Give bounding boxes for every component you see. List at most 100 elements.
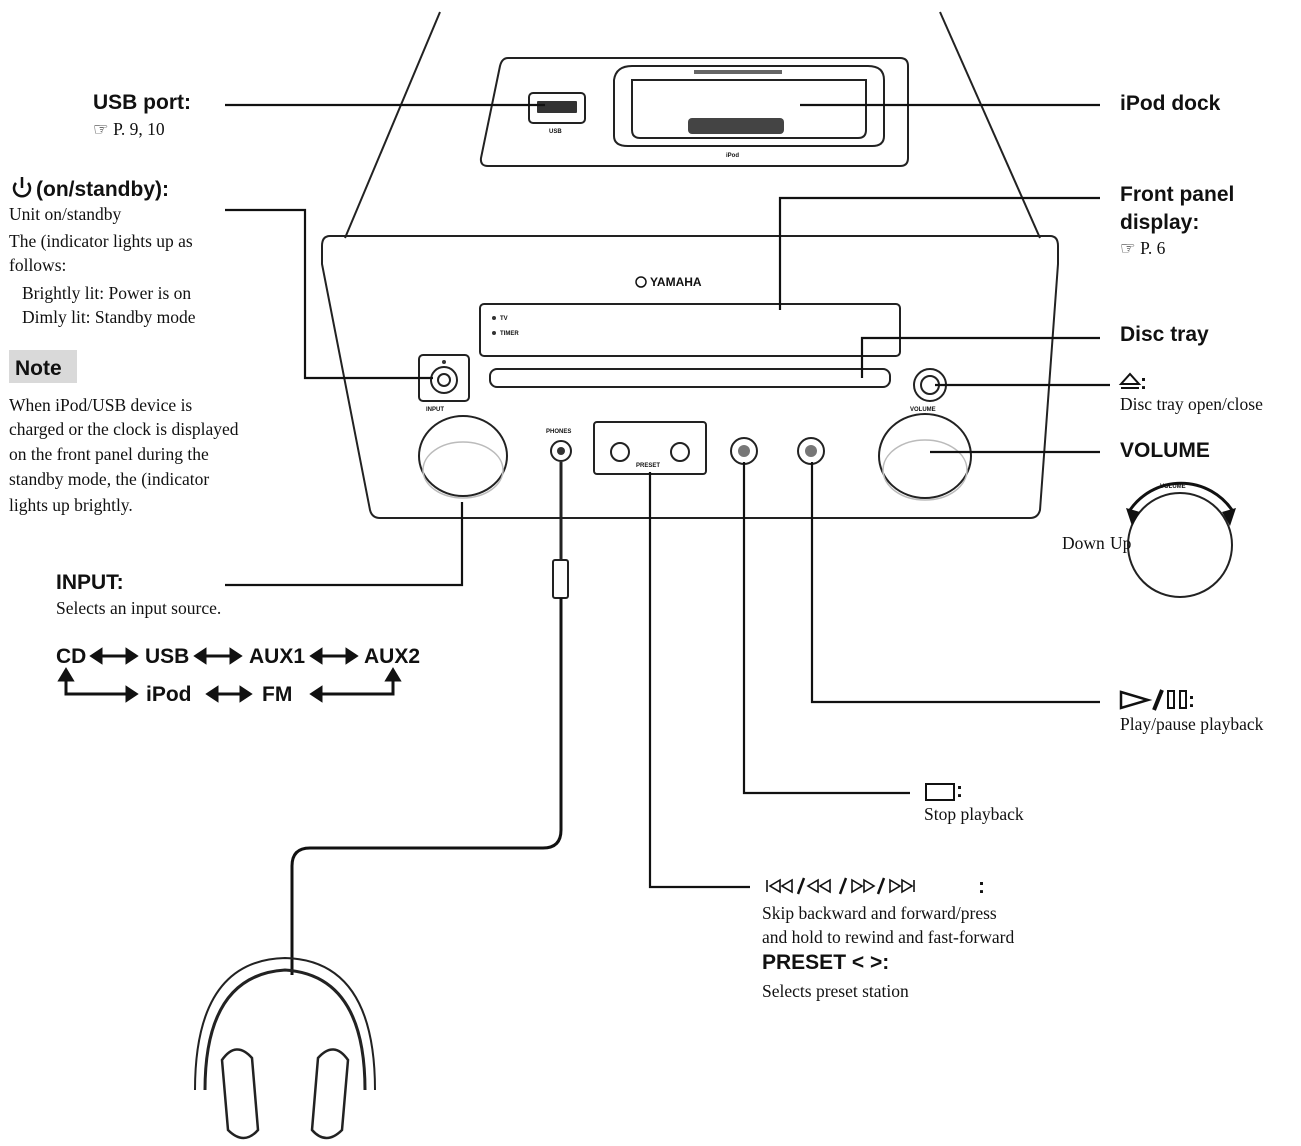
leader-disc-tray [860,336,1100,378]
device: USB iPod YAMAHA TV TIMER INPUT VOLUME [194,11,1059,1140]
usb-port-socket [528,92,586,124]
ipod-dock-rim [694,70,782,74]
eject-icon [1118,372,1142,389]
eject-colon: : [1140,371,1147,394]
input-cycle-diagram: CD USB AUX1 AUX2 iPod FM [56,645,420,706]
standby-line3: follows: [9,255,66,275]
input-cycle-item: CD [56,645,86,668]
dock-top-panel [479,57,909,167]
leader-lines [225,103,1110,889]
standby-line2: The (indicator lights up as [9,231,193,251]
body-right-edge [939,11,1041,239]
skip-colon: : [978,875,985,898]
headphone-plug [552,559,569,599]
double-arrow-icon [89,647,139,665]
double-arrow-icon [309,647,359,665]
usb-label: USB [549,129,562,135]
tv-label: TV [500,316,508,322]
ipod-connector [688,118,784,134]
skip-back-button [610,442,630,462]
volume-arc [1128,481,1234,511]
leader-input [225,502,464,587]
front-panel-display-title-line2: display: [1120,211,1199,234]
rewind-icon [806,878,831,894]
skip-forward-icon [889,878,915,894]
return-arrow-left-icon [57,667,139,703]
phones-jack [550,440,572,462]
ipod-label: iPod [726,153,739,159]
headphone-band [203,968,367,1091]
callout-standby: (on/standby): Unit on/standby The (indic… [9,177,196,327]
standby-indicator [442,360,446,364]
note-label: Note [15,357,62,380]
volume-title: VOLUME [1120,439,1210,462]
double-arrow-icon [205,685,253,703]
note-line: When iPod/USB device is [9,395,192,415]
stop-colon: : [956,779,963,802]
leader-standby [225,208,433,380]
callout-usb-port: USB port: ☞ P. 9, 10 [93,91,191,139]
volume-up-label: Up [1110,533,1132,553]
standby-line5: Dimly lit: Standby mode [22,307,196,327]
play-pause-icon [1119,689,1187,711]
leader-stop [742,462,910,795]
volume-label-small: VOLUME [910,407,936,413]
input-cycle-item: AUX2 [364,645,420,668]
input-cycle-item: iPod [146,683,192,706]
input-title: INPUT: [56,571,124,594]
headphone-cable [290,598,563,975]
power-icon [12,177,32,198]
play-pause-button-inner [805,445,817,457]
volume-dial-label: VOLUME [1160,484,1186,490]
note-block: Note When iPod/USB device is charged or … [9,350,239,515]
skip-desc-line1: Skip backward and forward/press [762,903,997,923]
callout-stop: : Stop playback [924,779,1024,824]
eject-desc: Disc tray open/close [1120,394,1263,414]
usb-port-slot [537,101,577,113]
ipod-dock-title: iPod dock [1120,92,1221,115]
usb-port-title: USB port: [93,91,191,114]
usb-port-ref: ☞ P. 9, 10 [93,119,165,139]
skip-forward-button [670,442,690,462]
leader-play-pause [810,462,1100,704]
input-cycle-item: USB [145,645,189,668]
callout-front-panel-display: Front panel display: ☞ P. 6 [1120,183,1234,258]
volume-knob [878,413,972,499]
note-line: lights up brightly. [9,495,133,515]
ipod-dock-cradle [613,65,885,147]
phones-jack-hole [557,447,565,455]
leader-skip [648,472,750,889]
standby-button [430,366,458,394]
input-cycle-item: FM [262,683,292,706]
front-panel-display-title-line1: Front panel [1120,183,1234,206]
input-knob [418,415,508,497]
note-line: charged or the clock is displayed [9,419,239,439]
return-arrow-right-icon [309,667,402,703]
stop-icon [925,783,955,801]
fast-forward-icon [851,878,876,894]
volume-down-arrow-icon [1126,508,1140,526]
callout-play-pause: : Play/pause playback [1119,689,1264,734]
input-cycle-arrows [57,647,402,703]
ipod-dock-well [631,79,867,139]
note-line: standby mode, the (indicator [9,469,209,489]
headphone-band-outer [194,956,376,1091]
display-window [479,303,901,357]
skip-icons [766,877,915,895]
phones-label: PHONES [546,429,571,435]
callout-skip: : Skip backward and forward/press and ho… [762,875,1014,1001]
play-pause-colon: : [1188,689,1195,712]
double-arrow-icon [193,647,243,665]
headphone-right-cup [310,1048,350,1140]
preset-desc: Selects preset station [762,981,909,1001]
tv-indicator [492,316,496,320]
callout-input: INPUT: Selects an input source. [56,571,221,618]
skip-desc-line2: and hold to rewind and fast-forward [762,927,1014,947]
note-line: on the front panel during the [9,444,209,464]
volume-down-label: Down [1062,533,1105,553]
front-panel [321,235,1059,519]
standby-desc: Unit on/standby [9,204,122,224]
volume-knob-rim [882,439,968,501]
preset-label-small: PRESET [636,463,660,469]
stop-button-inner [738,445,750,457]
